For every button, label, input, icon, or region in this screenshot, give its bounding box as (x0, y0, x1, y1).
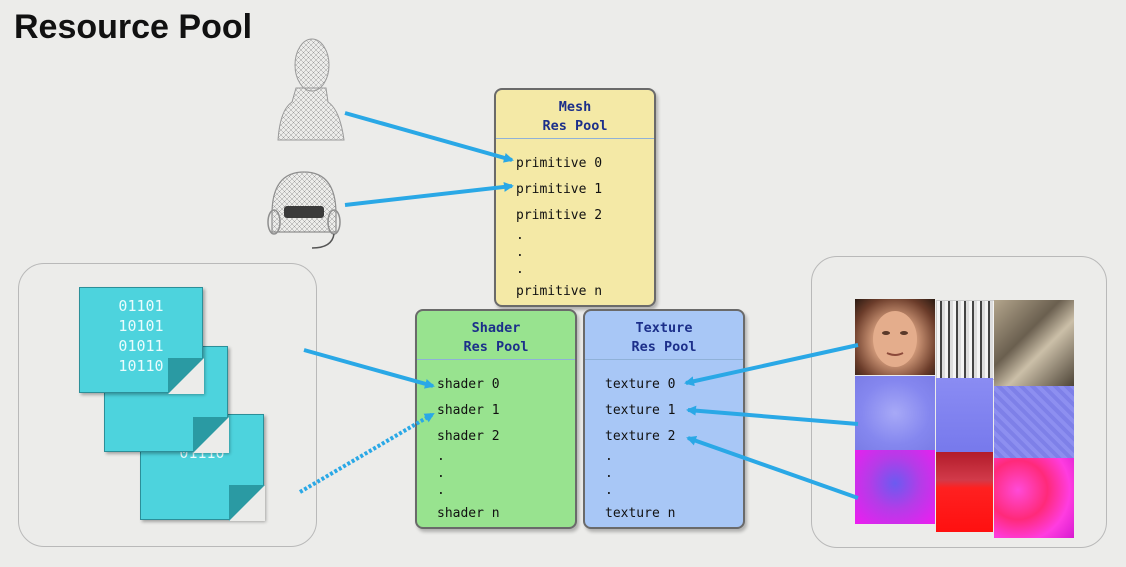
texture-pool-header: Texture Res Pool (585, 311, 743, 360)
arrow-face-to-texture-0 (684, 343, 859, 387)
mesh-pool-subtitle: Res Pool (542, 118, 608, 134)
armor-specular-map[interactable] (994, 458, 1074, 538)
hair-specular-map[interactable] (936, 452, 993, 532)
shader-pool-ellipsis: . (437, 449, 445, 464)
face-icon (873, 311, 917, 367)
arrow-docs-to-shader-0 (303, 348, 435, 389)
shader-doc-1[interactable]: 01101 10101 01011 10110 (79, 287, 204, 394)
shader-pool-ellipsis: . (437, 466, 445, 481)
shader-pool-header: Shader Res Pool (417, 311, 575, 360)
arrow-helmet-to-primitive-1 (344, 181, 514, 207)
shader-pool-title: Shader (471, 320, 521, 336)
helmet-mesh-icon[interactable] (262, 164, 346, 254)
texture-pool-row[interactable]: texture 0 (605, 377, 676, 392)
doc-line: 01101 (118, 297, 164, 315)
doc-line: 10110 (118, 357, 164, 375)
texture-res-pool: Texture Res Pool texture 0 texture 1 tex… (583, 309, 745, 529)
texture-pool-row[interactable]: texture 1 (605, 403, 676, 418)
texture-pool-row[interactable]: texture 2 (605, 429, 676, 444)
shader-pool-row[interactable]: shader n (437, 506, 500, 521)
doc-line: 01011 (118, 337, 164, 355)
arrow-docs-to-shader-1 (298, 412, 435, 494)
mesh-pool-row[interactable]: primitive n (516, 284, 603, 299)
mesh-pool-ellipsis: . (516, 228, 524, 243)
armor-normal-map[interactable] (994, 386, 1074, 458)
texture-pool-ellipsis: . (605, 449, 613, 464)
mesh-pool-title: Mesh (558, 99, 592, 115)
texture-pool-row[interactable]: texture n (605, 506, 676, 521)
face-normal-map[interactable] (855, 376, 935, 450)
mesh-pool-row[interactable]: primitive 0 (516, 156, 603, 171)
shader-pool-row[interactable]: shader 2 (437, 429, 500, 444)
shader-pool-row[interactable]: shader 1 (437, 403, 500, 418)
mesh-pool-header: Mesh Res Pool (496, 90, 654, 139)
arrow-specular-to-texture-2 (686, 435, 859, 500)
shader-pool-row[interactable]: shader 0 (437, 377, 500, 392)
page-title: Resource Pool (14, 8, 253, 46)
arrow-head-to-primitive-0 (344, 111, 514, 163)
mesh-pool-ellipsis: . (516, 262, 524, 277)
armor-texture[interactable] (994, 300, 1074, 386)
shader-pool-ellipsis: . (437, 483, 445, 498)
head-mesh-icon[interactable] (276, 30, 346, 150)
face-diffuse-texture[interactable] (855, 299, 935, 375)
texture-pool-title: Texture (635, 320, 693, 336)
texture-pool-ellipsis: . (605, 483, 613, 498)
mesh-res-pool: Mesh Res Pool primitive 0 primitive 1 pr… (494, 88, 656, 307)
shader-res-pool: Shader Res Pool shader 0 shader 1 shader… (415, 309, 577, 529)
mesh-pool-ellipsis: . (516, 245, 524, 260)
arrow-normal-to-texture-1 (686, 405, 859, 426)
face-specular-map[interactable] (855, 450, 935, 524)
mesh-pool-row[interactable]: primitive 2 (516, 208, 603, 223)
hair-texture[interactable] (936, 300, 995, 380)
mesh-pool-row[interactable]: primitive 1 (516, 182, 603, 197)
doc-line: 10101 (118, 317, 164, 335)
hair-normal-map[interactable] (936, 378, 993, 452)
texture-pool-subtitle: Res Pool (631, 339, 697, 355)
texture-pool-ellipsis: . (605, 466, 613, 481)
shader-pool-subtitle: Res Pool (463, 339, 529, 355)
